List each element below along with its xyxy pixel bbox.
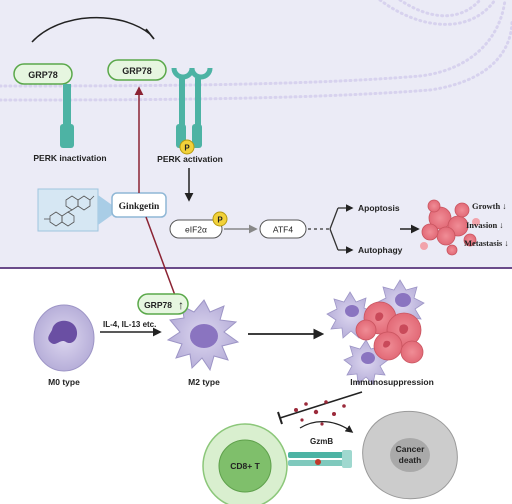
perk-receptor-right <box>189 67 213 80</box>
atf4-box <box>259 219 307 239</box>
gzmb-granules <box>294 400 346 426</box>
structure-pointer <box>98 195 112 225</box>
perk-phospho-label: P <box>184 144 190 153</box>
eif2a-label: eIF2α <box>185 225 207 235</box>
inhibition-bar <box>145 28 155 40</box>
perk-phospho-badge <box>179 139 195 155</box>
m0-type-label: M0 type <box>48 377 80 387</box>
perk-activation-label: PERK activation <box>157 154 223 164</box>
inhibition-arc <box>31 16 151 43</box>
cd8-t-cell <box>202 423 288 504</box>
m0-macrophage <box>33 304 95 372</box>
perk-inactive-complex: GRP78 PERK inactivation <box>13 63 107 163</box>
m2-type-label: M2 type <box>188 377 220 387</box>
perk-inactive-stem <box>63 84 71 126</box>
m2-macrophage <box>166 299 240 372</box>
outcome-metastasis: Metastasis ↓ <box>464 238 509 248</box>
m0-nucleus <box>48 320 78 344</box>
eif2a-box <box>169 219 223 239</box>
cancer-death-label-line1: Cancer <box>396 444 426 454</box>
perk-stem-right <box>195 78 201 126</box>
immune-synapse <box>288 450 352 468</box>
eif2a-phospho-badge <box>212 211 228 227</box>
atf4-label: ATF4 <box>273 225 293 235</box>
apoptosis-label: Apoptosis <box>358 203 400 213</box>
immunosuppression-label: Immunosuppression <box>350 377 434 387</box>
gzmb-label: GzmB <box>310 437 333 446</box>
grp78-released-label: GRP78 <box>122 66 152 76</box>
gzmb-release-arrow <box>299 421 354 433</box>
perk-inactive-base <box>60 124 74 148</box>
grp78-up-label: GRP78 <box>144 300 172 310</box>
ginkgetin-structure <box>37 188 112 232</box>
perk-inactivation-label: PERK inactivation <box>33 153 106 163</box>
outcome-invasion: Invasion ↓ <box>466 220 504 230</box>
immunosuppression-inhibition-line <box>279 391 363 419</box>
cd8-t-label: CD8+ T <box>230 461 260 471</box>
ginkgetin-label: Ginkgetin <box>119 202 160 212</box>
stimulus-label: IL-4, IL-13 etc. <box>103 320 156 329</box>
grp78-up-box <box>137 293 189 315</box>
autophagy-label: Autophagy <box>358 245 403 255</box>
eif2a-phospho-label: P <box>217 216 223 225</box>
grp78-inactive-box <box>13 63 73 85</box>
grp78-released-box <box>107 59 167 81</box>
ginkgetin-inhibits-grp78-line <box>145 216 177 299</box>
m2-nucleus <box>190 324 218 348</box>
outcome-growth: Growth ↓ <box>472 201 507 211</box>
grp78-up-arrow: ↑ <box>178 298 184 312</box>
grp78-inactive-label: GRP78 <box>28 70 58 80</box>
tumor-cluster <box>420 199 480 256</box>
perk-stem-left <box>179 78 185 126</box>
structure-frame <box>37 188 99 232</box>
cancer-cell <box>362 410 458 500</box>
perk-active-dimer: P PERK activation <box>157 67 223 164</box>
cancer-death-label-line2: death <box>399 455 422 465</box>
immunosuppression-cluster <box>326 279 425 385</box>
atf4-branch <box>308 204 354 254</box>
immunosuppression-inhibition-bar <box>277 411 283 425</box>
perk-base-right <box>192 124 202 148</box>
er-membrane <box>0 0 512 102</box>
